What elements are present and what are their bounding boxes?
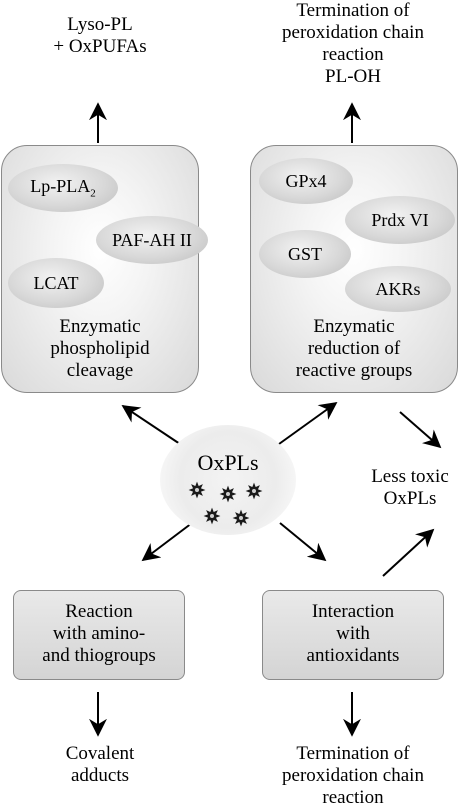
enzyme-gst: GST [259, 230, 351, 278]
enzyme-gpx4: GPx4 [259, 158, 353, 204]
less-toxic-line1: Less toxic [371, 466, 449, 487]
adducts-line2: adducts [70, 765, 130, 786]
oxpls-label: OxPLs [197, 450, 259, 475]
amino-line3: and thiogroups [42, 645, 156, 666]
enzyme-lppla2-subscript: 2 [90, 187, 96, 200]
reduction-line3: reactive groups [295, 360, 413, 381]
enzyme-gpx4-label: GPx4 [285, 170, 327, 191]
termination-top-line2: peroxidation chain [282, 22, 424, 43]
antioxidant-line2: with [336, 623, 370, 644]
amino-line2: with amino- [52, 623, 146, 644]
enzyme-gst-label: GST [287, 243, 322, 264]
reactive-group-reduction-box: GPx4 Prdx VI GST AKRs Enzymatic reductio… [250, 145, 458, 393]
antioxidant-interaction-box: Interaction with antioxidants [262, 590, 444, 680]
adducts-line1: Covalent [65, 743, 135, 764]
termination-bottom-result: Termination of peroxidation chain reacti… [255, 743, 451, 809]
enzyme-lcat: LCAT [8, 258, 104, 308]
enzyme-prdx: Prdx VI [345, 196, 455, 244]
enzyme-pafah-label: PAF-AH II [112, 229, 192, 250]
enzyme-lcat-label: LCAT [33, 272, 79, 293]
reduction-line2: reduction of [307, 338, 401, 359]
termination-bottom-line3: reaction [322, 787, 384, 808]
lysopl-line1: Lyso-PL [67, 14, 133, 35]
enzyme-lppla2: Lp-PLA2 [8, 164, 118, 212]
phospholipid-cleavage-label: Enzymatic phospholipid cleavage [2, 316, 198, 382]
covalent-adducts-result: Covalent adducts [30, 743, 170, 787]
cleavage-line3: cleavage [66, 360, 134, 381]
reduction-line1: Enzymatic [313, 316, 395, 337]
termination-bottom-line2: peroxidation chain [282, 765, 424, 786]
enzyme-akrs-label: AKRs [375, 278, 421, 299]
termination-top-line3: reaction [322, 44, 384, 65]
arrow-oxpl-to-bottom-right [279, 522, 327, 562]
termination-top-result: Termination of peroxidation chain reacti… [255, 0, 451, 88]
enzyme-prdx-label: Prdx VI [371, 209, 429, 230]
amino-thiogroup-label: Reaction with amino- and thiogroups [14, 601, 184, 667]
less-toxic-result: Less toxic OxPLs [355, 466, 465, 510]
termination-top-line4: PL-OH [325, 66, 381, 87]
arrow-right-box-to-less-toxic [399, 411, 442, 449]
antioxidant-line3: antioxidants [306, 645, 400, 666]
lysopl-line2: + OxPUFAs [53, 36, 147, 57]
arrow-oxpl-to-bottom-left [141, 522, 193, 562]
amino-line1: Reaction [65, 601, 133, 622]
arrow-bottom-right-to-less-toxic [382, 528, 435, 577]
arrow-oxpl-to-right-box [278, 401, 338, 445]
oxpls-center-disc [160, 425, 296, 535]
enzyme-pafah: PAF-AH II [96, 216, 208, 264]
amino-thiogroup-reaction-box: Reaction with amino- and thiogroups [13, 590, 185, 680]
enzyme-lppla2-label: Lp-PLA [30, 176, 91, 197]
termination-top-line1: Termination of [296, 0, 410, 21]
less-toxic-line2: OxPLs [383, 488, 437, 509]
enzyme-akrs: AKRs [345, 266, 451, 312]
antioxidant-line1: Interaction [311, 601, 395, 622]
phospholipid-cleavage-box: Lp-PLA2 PAF-AH II LCAT Enzymatic phospho… [1, 145, 208, 393]
cleavage-line2: phospholipid [50, 338, 150, 359]
antioxidant-label: Interaction with antioxidants [263, 601, 443, 667]
arrow-oxpl-to-left-box [121, 405, 181, 445]
cleavage-line1: Enzymatic [59, 316, 141, 337]
reactive-group-reduction-label: Enzymatic reduction of reactive groups [251, 316, 457, 382]
lysopl-result: Lyso-PL + OxPUFAs [20, 14, 180, 58]
termination-bottom-line1: Termination of [296, 743, 410, 764]
